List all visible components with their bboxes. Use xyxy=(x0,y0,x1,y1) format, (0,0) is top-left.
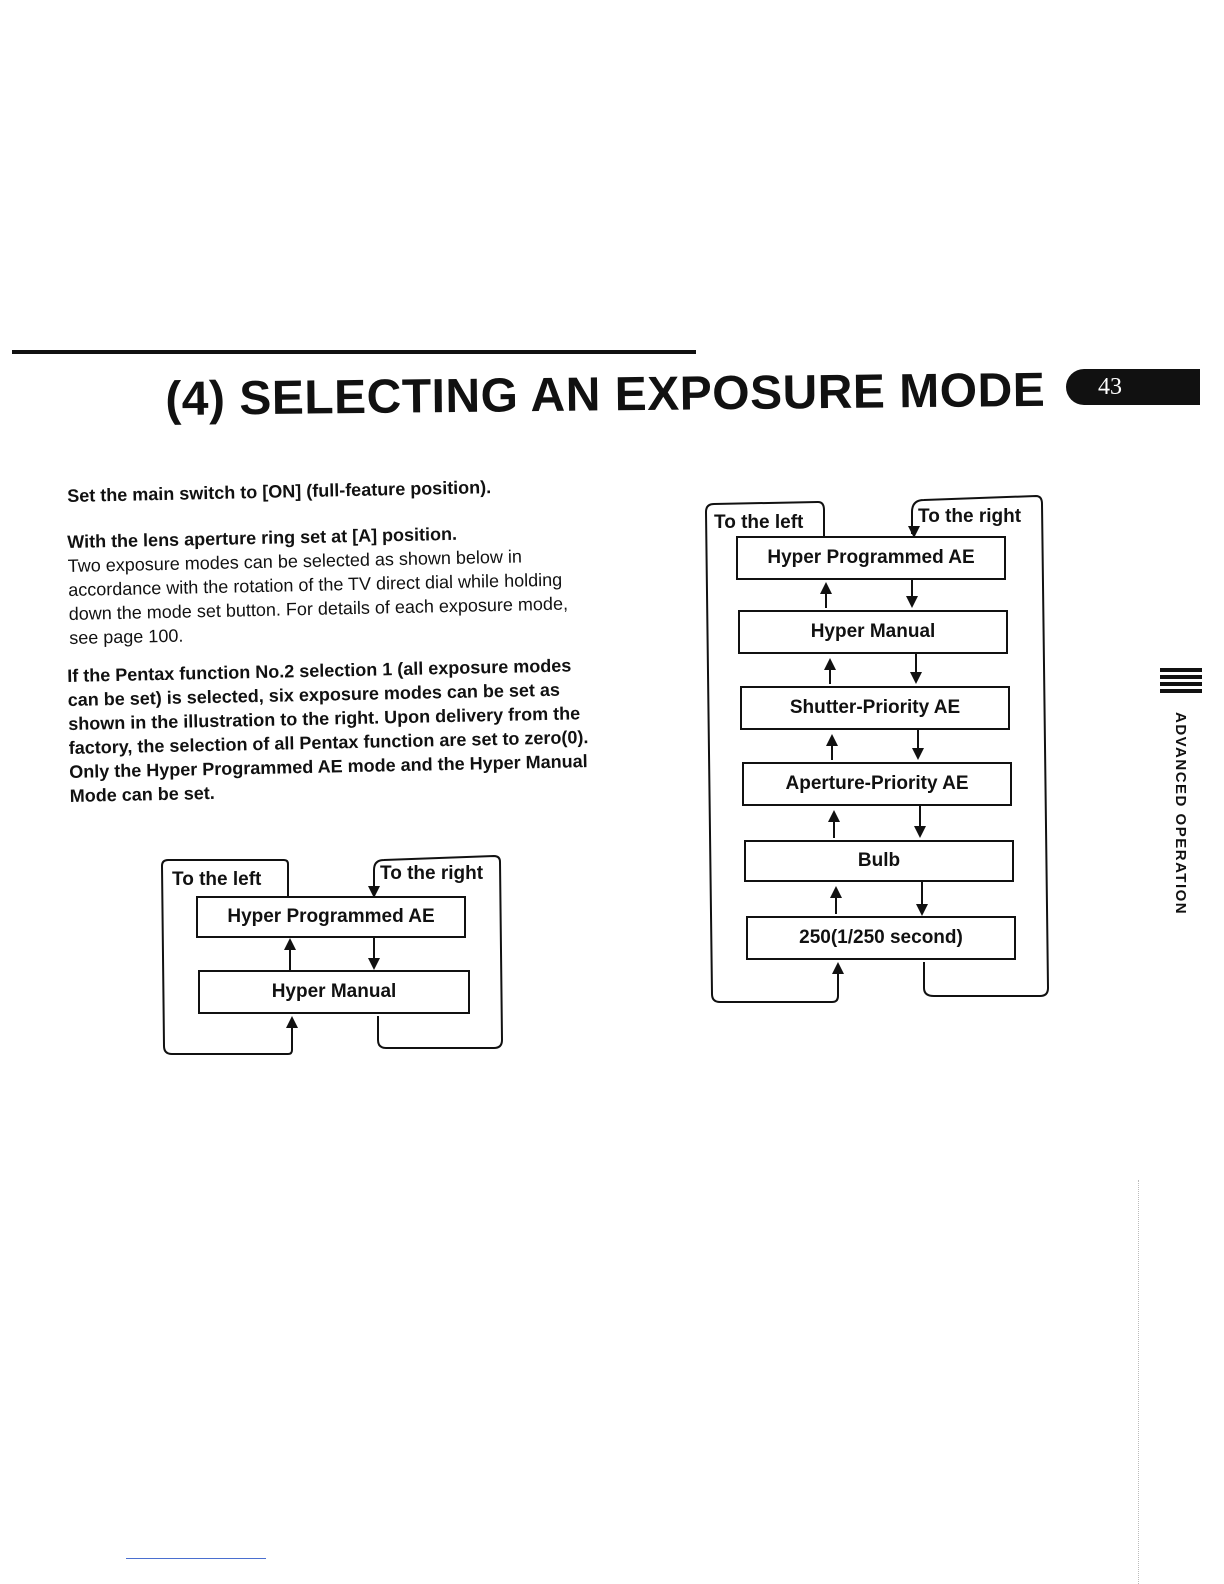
flow-diagram-six-modes: To the left To the right Hyper Programme… xyxy=(702,494,1054,1010)
page-edge-dotted-line xyxy=(1138,1180,1139,1584)
flow-diagram-two-modes: To the left To the right Hyper Programme… xyxy=(158,852,508,1058)
paragraph-main-switch: Set the main switch to [ON] (full-featur… xyxy=(67,477,492,506)
large-mode-box: Bulb xyxy=(744,840,1014,882)
large-mode-box: 250(1/250 second) xyxy=(746,916,1016,960)
large-mode-box: Shutter-Priority AE xyxy=(740,686,1010,730)
page-number-tab: 43 xyxy=(1066,369,1200,405)
large-left-label: To the left xyxy=(714,512,804,533)
instruction-aperture: With the lens aperture ring set at [A] p… xyxy=(67,519,589,650)
instruction-main-switch: Set the main switch to [ON] (full-featur… xyxy=(67,473,587,508)
bottom-rule xyxy=(126,1558,266,1559)
large-mode-box: Aperture-Priority AE xyxy=(742,762,1012,806)
small-mode-box: Hyper Programmed AE xyxy=(196,896,466,938)
instruction-pentax-function: If the Pentax function No.2 selection 1 … xyxy=(67,653,590,808)
small-left-label: To the left xyxy=(172,869,262,890)
large-right-label: To the right xyxy=(918,506,1022,527)
page-title: (4) SELECTING AN EXPOSURE MODE xyxy=(165,363,1046,426)
page-number: 43 xyxy=(1098,374,1122,400)
paragraph-aperture-text: Two exposure modes can be selected as sh… xyxy=(67,546,569,648)
flow-diagram-six-modes-lines xyxy=(704,494,1050,1003)
flow-diagram-two-modes-lines xyxy=(160,854,504,1055)
side-tab-bars xyxy=(1160,668,1202,696)
side-tab-label: ADVANCED OPERATION xyxy=(1172,712,1189,916)
large-mode-box: Hyper Manual xyxy=(738,610,1008,654)
small-mode-box: Hyper Manual xyxy=(198,970,470,1014)
top-rule xyxy=(12,350,696,354)
paragraph-pentax-function: If the Pentax function No.2 selection 1 … xyxy=(67,655,589,806)
small-right-label: To the right xyxy=(380,863,484,884)
large-mode-box: Hyper Programmed AE xyxy=(736,536,1006,580)
